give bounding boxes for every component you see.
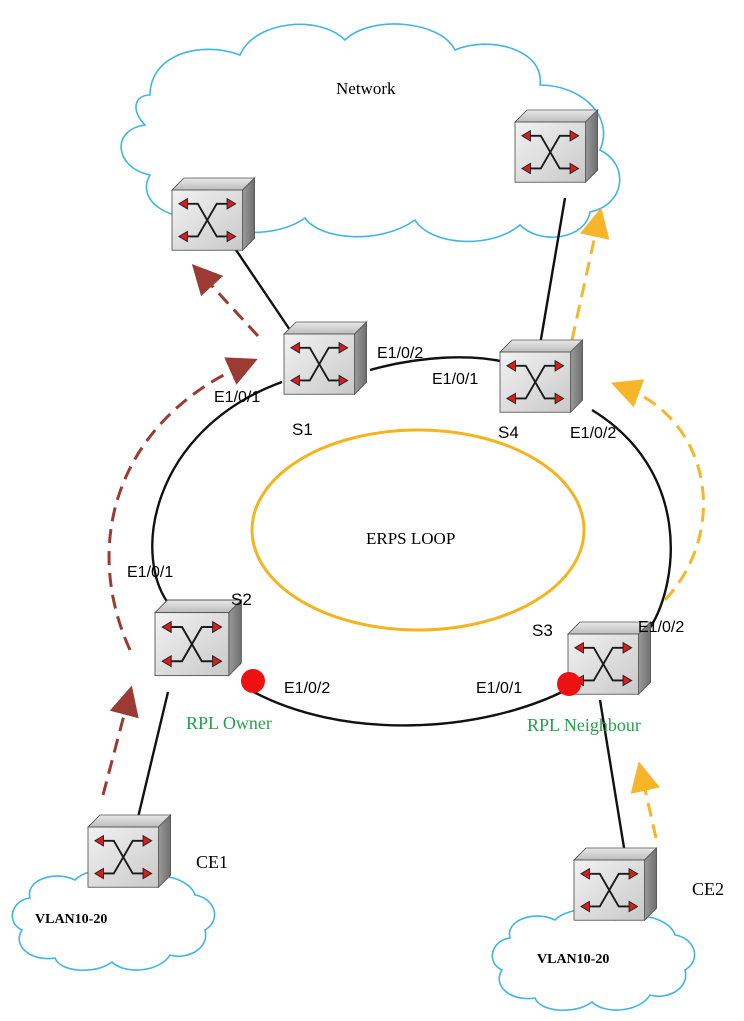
link-s3-ce2 [598,699,628,861]
ce1-switch-icon [87,814,172,889]
s2-switch-icon [154,599,243,677]
ce1-path-arrow-up [101,685,139,796]
ce2-path-arrow-network [570,207,610,341]
s3-port-e101-label: E1/0/1 [476,680,522,697]
link-s1-s4 [369,356,506,372]
s4-switch-icon [499,339,584,414]
rpl-neighbour-label: RPL Neighbour [527,715,641,735]
s1-label: S1 [292,420,313,439]
erps-loop-label: ERPS LOOP [366,529,455,548]
ce2-path-arrow-up [630,761,660,839]
erps-loop-ellipse [250,428,586,632]
network-switch-left-icon [171,177,256,252]
link-s2-ce1 [133,691,170,831]
s1-switch-icon [283,321,368,396]
ce1-cloud-label: VLAN10-20 [35,912,107,927]
ce2-label: CE2 [692,879,724,899]
ce1-label: CE1 [196,852,228,872]
ce1-path-arrow-ring [107,357,258,651]
s2-port-e102-label: E1/0/2 [284,680,330,697]
s4-port-e101-label: E1/0/1 [432,371,478,388]
s1-port-e102-label: E1/0/2 [377,345,423,362]
link-s4-s3 [591,408,672,629]
network-switch-right-icon [514,109,599,184]
ce1-path-arrow-network [191,263,260,338]
s2-label: S2 [231,590,252,609]
s4-port-e102-label: E1/0/2 [570,425,616,442]
s2-blocked-port-marker [241,669,265,693]
ce2-cloud-label: VLAN10-20 [537,952,609,967]
link-s1-s2 [151,380,283,609]
ce2-switch-icon [573,847,658,922]
rpl-owner-label: RPL Owner [186,713,272,733]
s4-label: S4 [498,423,519,442]
s2-port-e101-label: E1/0/1 [127,564,173,581]
link-s4-network [538,197,567,346]
s1-port-e101-label: E1/0/1 [214,389,260,406]
s3-blocked-port-marker [557,672,581,696]
link-s2-s3 [249,686,571,727]
ce2-path-arrow-ring [610,379,705,602]
link-s1-network [231,243,291,331]
network-label: Network [336,79,396,98]
s3-port-e102-label: E1/0/2 [638,619,684,636]
s3-label: S3 [532,621,553,640]
